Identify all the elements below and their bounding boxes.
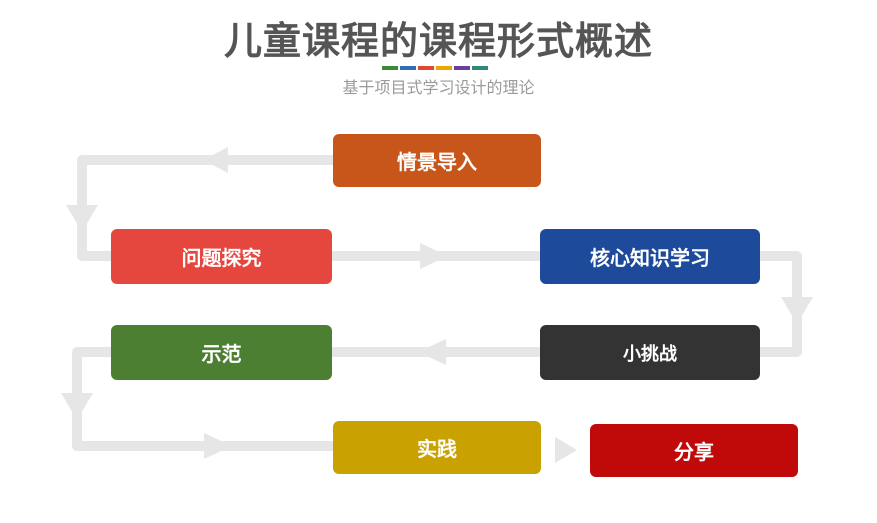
step-label: 情景导入 [397,150,477,174]
step-sharing: 分享 [590,424,798,477]
step-practice: 实践 [333,421,541,474]
step-inquiry: 问题探究 [111,229,332,284]
step-label: 分享 [674,440,714,464]
step-label: 小挑战 [623,343,677,365]
step-label: 实践 [417,437,457,461]
arrow-left-icon [203,147,228,173]
arrow-down-icon [781,297,813,324]
step-label: 核心知识学习 [590,246,710,270]
accent-segment [436,66,452,70]
step-label: 问题探究 [181,246,262,270]
arrow-left-icon [418,339,446,365]
arrow-right-icon [420,243,448,269]
page-title: 儿童课程的课程形式概述 [223,19,653,63]
accent-segment [454,66,470,70]
step-challenge: 小挑战 [540,325,760,380]
arrow-right-icon [204,433,232,459]
arrow-down-icon [61,393,93,420]
arrow-right-icon [555,437,577,463]
accent-segment [472,66,488,70]
accent-segment [418,66,434,70]
accent-segment [400,66,416,70]
step-intro: 情景导入 [333,134,541,187]
page-subtitle: 基于项目式学习设计的理论 [342,78,535,97]
step-label: 示范 [201,342,242,366]
arrow-down-icon [66,205,98,232]
accent-segment [382,66,398,70]
step-core-learning: 核心知识学习 [540,229,760,284]
step-demonstration: 示范 [111,325,332,380]
